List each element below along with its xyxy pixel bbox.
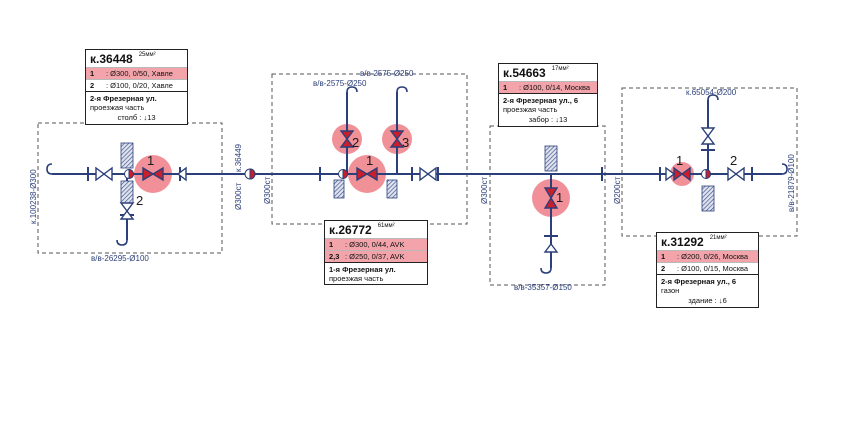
chamber-boundary-26772 — [271, 73, 468, 225]
wall-hatch — [120, 142, 134, 169]
valve-number: 2 — [730, 153, 737, 168]
chamber-address: 1-я Фрезерная ул. — [325, 262, 427, 274]
wall-hatch — [386, 179, 398, 199]
valve-icon — [727, 166, 745, 182]
valve-number: 1 — [676, 153, 683, 168]
valve-icon — [389, 130, 405, 148]
chamber-boundary-31292 — [621, 87, 798, 237]
fitting-fill — [705, 168, 711, 180]
fitting-fill — [249, 168, 256, 180]
wall-hatch — [544, 145, 558, 172]
fitting-fill — [342, 168, 348, 180]
valve-icon — [543, 187, 559, 209]
pipe-end-icon — [540, 267, 552, 274]
valve-icon — [119, 202, 135, 220]
pipe-label: к.100238-Ø300 — [29, 169, 38, 224]
valve-row: 1: Ø300, 0/44, AVK — [325, 238, 427, 250]
valve-number: 3 — [402, 135, 409, 150]
valve-row: 2: Ø100, 0/20, Хавле — [86, 79, 187, 91]
chamber-landmark: забор : ↓13 — [528, 115, 568, 124]
valve-icon — [95, 166, 113, 182]
valve-icon — [339, 130, 355, 148]
valve-row: 2: Ø100, 0/15, Москва — [657, 262, 758, 274]
check-valve-icon — [665, 166, 676, 182]
chamber-location: проезжая часть — [90, 103, 145, 112]
pipe-label: Ø300ст — [263, 176, 272, 204]
pipe-label: к.65054-Ø200 — [686, 88, 737, 97]
pipe-label: в/в-21879-Ø100 — [787, 154, 796, 212]
valve-row: 1: Ø200, 0/26, Москва — [657, 250, 758, 262]
chamber-location: газон — [661, 286, 680, 295]
pipe-label: в/в-26295-Ø100 — [91, 254, 149, 263]
pipe-label: Ø300ст — [480, 176, 489, 204]
fitting-fill — [128, 168, 134, 180]
pipe-label: Ø200ст — [613, 176, 622, 204]
pipe-label: Ø300ст — [234, 182, 243, 210]
pipe-label: в/в-35357-Ø150 — [514, 283, 572, 292]
pipe-end-icon — [396, 86, 408, 93]
chamber-address: 2-я Фрезерная ул. — [86, 91, 187, 103]
check-valve-icon — [176, 166, 187, 182]
valve-number: 2 — [136, 193, 143, 208]
pipe-end-icon — [46, 163, 53, 175]
valve-number: 1 — [366, 153, 373, 168]
pipe-end-icon — [707, 94, 719, 101]
valve-icon — [356, 166, 378, 182]
chamber-landmark: столб : ↓13 — [117, 113, 156, 122]
chamber-address: 2-я Фрезерная ул., 6 — [499, 93, 597, 105]
valve-number: 1 — [147, 153, 154, 168]
valve-icon — [419, 166, 437, 182]
check-valve-icon — [543, 242, 559, 253]
pipe-label: к.36449 — [234, 143, 243, 172]
wall-hatch — [120, 180, 134, 204]
valve-icon — [700, 127, 716, 145]
pipe-end-icon — [781, 163, 788, 175]
pipe-label: в/в-2575-Ø250 — [313, 79, 367, 88]
wall-hatch — [333, 179, 345, 199]
wall-hatch — [701, 185, 715, 212]
chamber-address: 2-я Фрезерная ул., 6 — [657, 274, 758, 286]
valve-icon — [142, 166, 164, 182]
valve-row: 1: Ø300, 0/50, Хавле — [86, 67, 187, 79]
valve-row: 1: Ø100, 0/14, Москва — [499, 81, 597, 93]
pipe-end-icon — [116, 239, 128, 246]
valve-number: 2 — [352, 135, 359, 150]
pipe-end-icon — [346, 86, 358, 93]
chamber-location: проезжая часть — [329, 274, 384, 283]
chamber-landmark: здание : ↓6 — [688, 296, 727, 305]
valve-row: 2,3: Ø250, 0/37, AVK — [325, 250, 427, 262]
valve-number: 1 — [556, 190, 563, 205]
pipe-label: в/в-2575-Ø250 — [360, 69, 414, 78]
chamber-location: проезжая часть — [503, 105, 558, 114]
